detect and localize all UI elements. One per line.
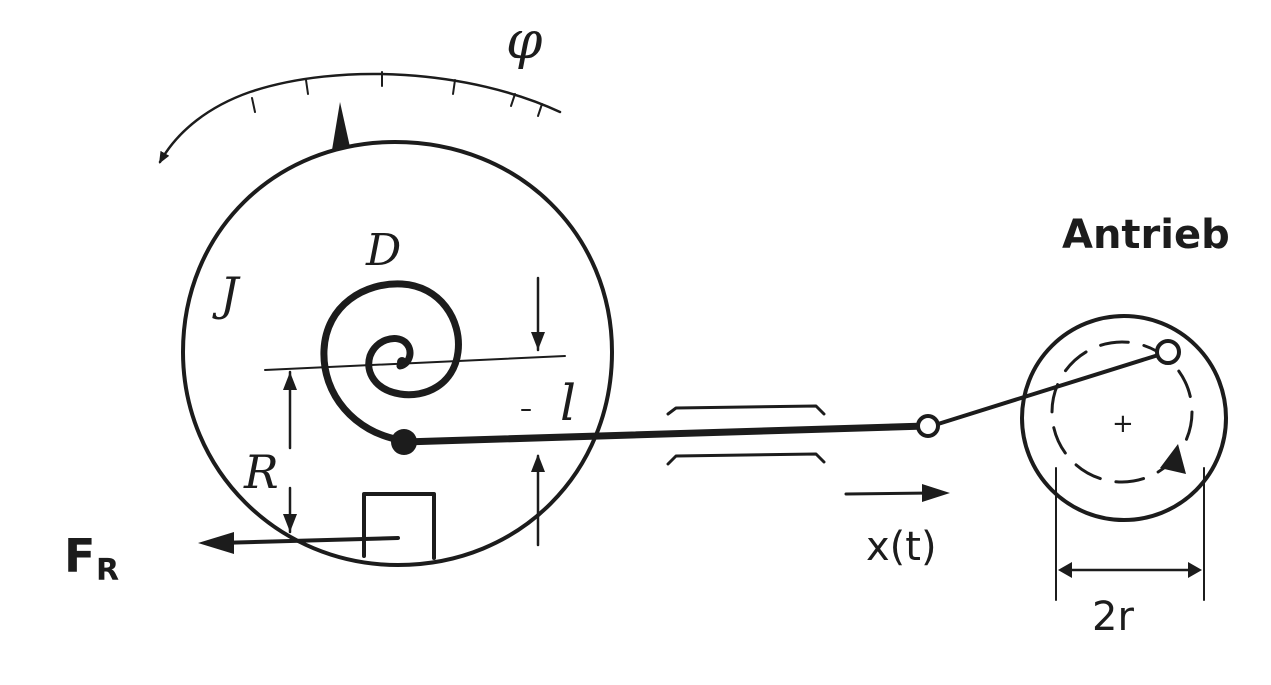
phi-label: φ: [506, 11, 543, 71]
pointer-mark: [332, 102, 350, 150]
radius-dimension: [283, 370, 297, 534]
linear-guide: [666, 404, 826, 466]
force-label-F: F: [64, 529, 95, 583]
rotation-scale-arc: [158, 71, 562, 164]
spring-label-D: D: [365, 225, 401, 276]
force-label-subscript: R: [96, 553, 119, 588]
flywheel: [181, 102, 614, 567]
connecting-rod: [391, 414, 940, 455]
friction-block: [362, 492, 436, 560]
displacement-arrow: [844, 484, 950, 502]
drive-label: Antrieb: [1062, 212, 1230, 258]
diameter-label: 2r: [1092, 594, 1134, 640]
lever-label-l: l: [560, 374, 576, 432]
drive-wheel: +: [1020, 314, 1228, 522]
diameter-dimension: [1055, 467, 1205, 601]
crank-rod: [936, 350, 1170, 426]
lever-length-dimension: [521, 276, 545, 547]
center-line: [264, 355, 566, 371]
radius-label-R: R: [243, 445, 279, 499]
friction-force-arrow: [198, 532, 400, 554]
displacement-label: x(t): [866, 524, 937, 570]
inertia-label-J: J: [212, 267, 241, 321]
svg-text:+: +: [1112, 409, 1134, 439]
